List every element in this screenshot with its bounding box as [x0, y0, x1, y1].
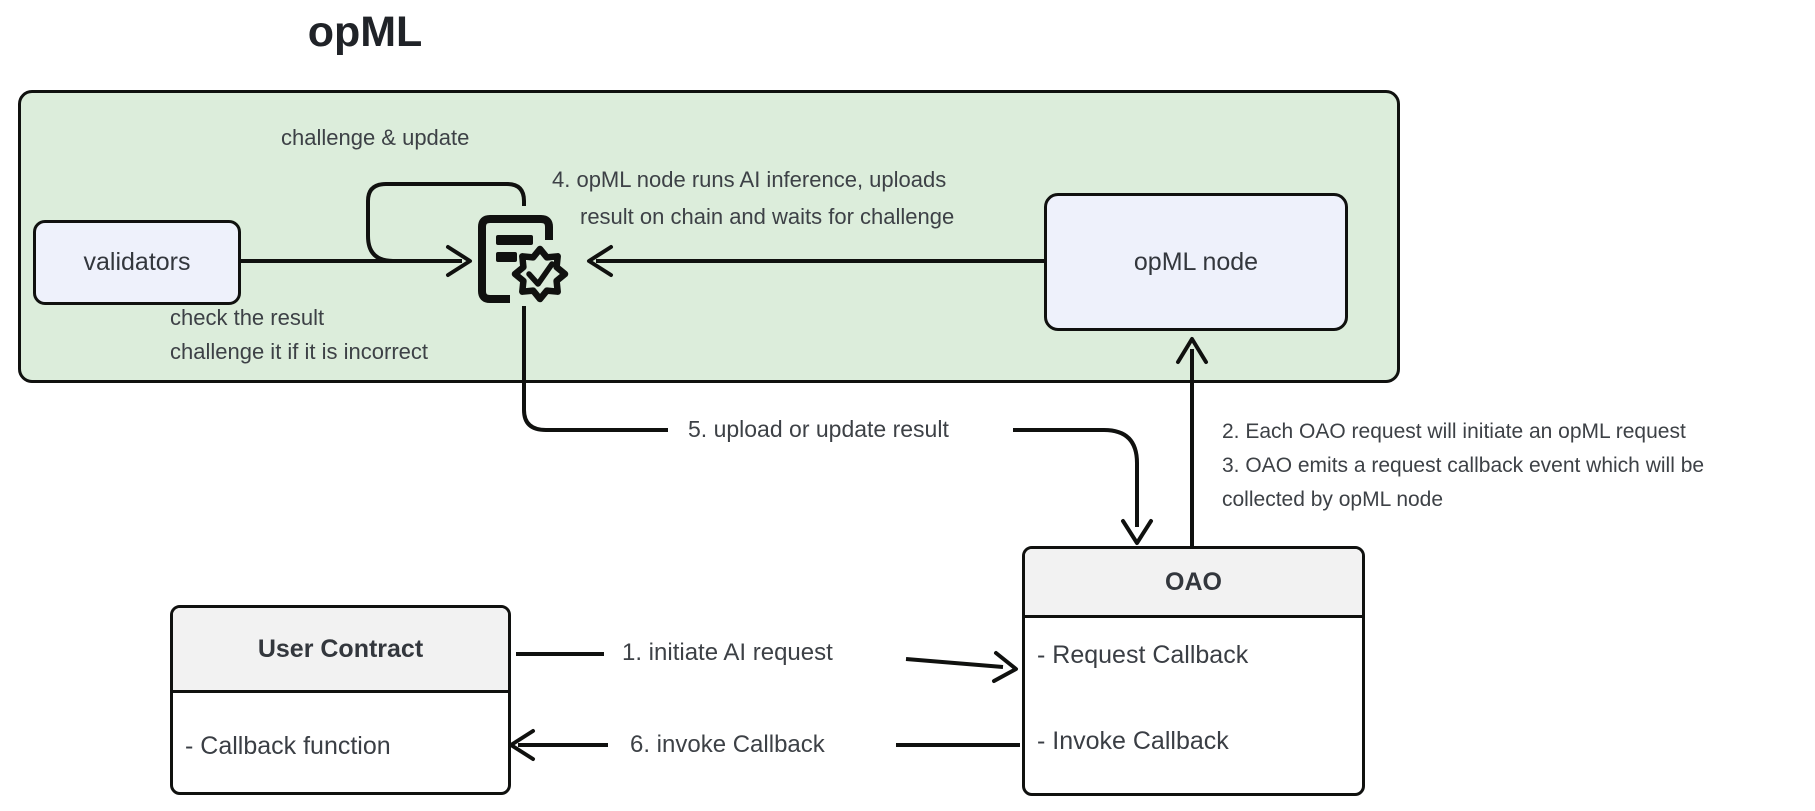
user-contract-header: User Contract — [173, 608, 508, 693]
arrow-oao-to-opmlnode — [1176, 337, 1208, 546]
node-oao: OAO - Request Callback - Invoke Callback — [1022, 546, 1365, 796]
arrow-initiate-request — [516, 651, 1018, 683]
label-step4-line2: result on chain and waits for challenge — [580, 204, 955, 229]
opml-node-label: opML node — [1133, 247, 1259, 276]
arrow-validators-to-contract — [238, 245, 472, 277]
validators-label: validators — [83, 248, 191, 276]
user-contract-row-callback-function: - Callback function — [185, 732, 391, 760]
loop-challenge-update — [366, 182, 526, 263]
diagram-title: opML — [307, 8, 423, 56]
oao-header: OAO — [1025, 549, 1362, 618]
connector-upload-result — [522, 306, 1153, 545]
label-step4-line1: 4. opML node runs AI inference, uploads — [552, 167, 947, 192]
label-step3-line2: collected by opML node — [1222, 488, 1444, 511]
label-step1-initiate-request: 1. initiate AI request — [622, 639, 833, 666]
node-opml-node: opML node — [1044, 193, 1348, 331]
label-step3-line1: 3. OAO emits a request callback event wh… — [1222, 454, 1705, 477]
arrow-opmlnode-to-contract — [587, 245, 1044, 277]
label-check-result-line2: challenge it if it is incorrect — [170, 339, 428, 364]
check-icon — [526, 261, 555, 287]
oao-row-invoke-callback: - Invoke Callback — [1037, 727, 1229, 755]
arrow-invoke-callback — [509, 729, 1020, 761]
seal-badge — [511, 245, 569, 303]
node-validators: validators — [33, 220, 241, 305]
node-user-contract: User Contract - Callback function — [170, 605, 511, 795]
label-step2-oao-request: 2. Each OAO request will initiate an opM… — [1222, 420, 1686, 443]
contract-seal-icon — [478, 215, 569, 303]
label-check-result-line1: check the result — [170, 305, 325, 330]
oao-row-request-callback: - Request Callback — [1037, 641, 1249, 669]
label-step6-invoke-callback: 6. invoke Callback — [630, 731, 825, 758]
label-challenge-update: challenge & update — [281, 125, 470, 150]
label-step5-upload-result: 5. upload or update result — [688, 416, 949, 442]
